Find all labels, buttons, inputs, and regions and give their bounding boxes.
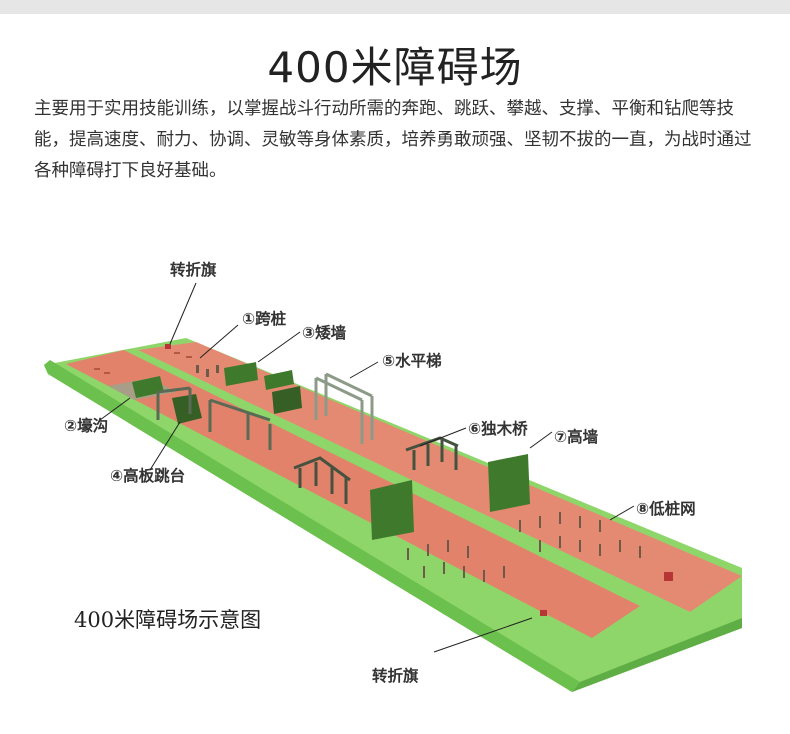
leader-lines [99, 282, 635, 653]
low-wall-1 [224, 362, 258, 386]
flag-bottom [540, 610, 547, 616]
grass-edge [44, 360, 580, 692]
label-balance-beam: ⑥独木桥 [468, 420, 528, 438]
label-low-pile-net: ⑧低桩网 [636, 500, 696, 518]
label-high-wall: ⑦高墙 [554, 428, 599, 446]
label-high-board-platform: ④高板跳台 [110, 467, 186, 485]
low-pile-net-front [407, 540, 505, 582]
label-horizontal-ladder: ⑤水平梯 [382, 352, 442, 370]
low-pile-net-back [519, 512, 641, 558]
label-trench: ②壕沟 [64, 417, 109, 435]
description-text: 主要用于实用技能训练，以掌握战斗行动所需的奔跑、跳跃、攀越、支撑、平衡和钻爬等技… [34, 99, 752, 181]
grass-right-edge [572, 618, 742, 692]
top-bar [0, 0, 790, 14]
label-turning-flag-bottom: 转折旗 [372, 667, 419, 685]
page-title: 400米障碍场 [267, 43, 523, 92]
label-turning-flag-top: 转折旗 [170, 261, 217, 279]
high-wall-front [370, 480, 414, 540]
flag-right [664, 572, 673, 581]
center-strip [124, 350, 690, 612]
start-markings [94, 352, 192, 374]
flag-top [165, 344, 171, 349]
box-front-1 [132, 376, 164, 398]
front-frames [156, 386, 272, 450]
diagram-caption: 400米障碍场示意图 [74, 608, 262, 632]
obstacle-course-diagram [44, 282, 742, 692]
front-beam [293, 456, 351, 504]
horizontal-ladder [314, 372, 374, 444]
low-wall-2 [264, 370, 294, 390]
label-low-wall: ③矮墙 [302, 324, 347, 342]
high-wall-back [488, 454, 530, 512]
box-front-2 [172, 394, 202, 424]
low-wall-3 [272, 386, 302, 414]
label-straddle-posts: ①跨桩 [242, 310, 287, 328]
